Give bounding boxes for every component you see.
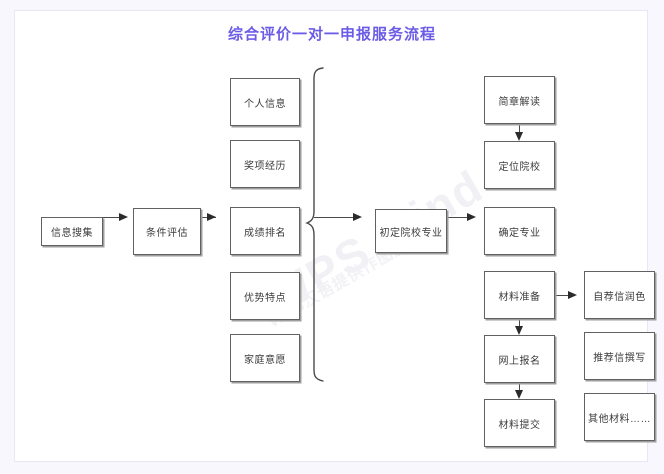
node-other-materials[interactable]: 其他材料…… bbox=[584, 393, 655, 441]
diagram-canvas: WPS Mind WPS汉语提供作图服务 综合评价一对一申报服务流程 信息搜集 … bbox=[14, 10, 655, 462]
edge-cailiao-to-wangshang bbox=[519, 319, 521, 329]
arrowhead-wangshang-to-tijiao bbox=[514, 390, 523, 399]
node-grade-ranking[interactable]: 成绩排名 bbox=[230, 207, 300, 255]
edge-xinxi-to-tiaojian bbox=[89, 217, 119, 218]
arrowhead-tiaojian-to-chengji bbox=[207, 212, 216, 221]
node-strengths[interactable]: 优势特点 bbox=[230, 272, 300, 320]
arrowhead-jianzhang-to-dingwei bbox=[514, 132, 523, 141]
edge-jianzhang-to-dingwei bbox=[519, 124, 521, 135]
arrowhead-brace-to-chuding bbox=[353, 212, 362, 221]
node-family-wishes[interactable]: 家庭意愿 bbox=[230, 334, 300, 382]
edge-wangshang-to-tijiao bbox=[519, 383, 521, 393]
node-confirm-major[interactable]: 确定专业 bbox=[484, 207, 555, 255]
arrowhead-cailiao-to-zijianxin bbox=[568, 290, 577, 299]
group-brace bbox=[305, 67, 324, 382]
node-online-registration[interactable]: 网上报名 bbox=[484, 335, 555, 383]
node-self-recommendation-polish[interactable]: 自荐信润色 bbox=[584, 271, 655, 319]
node-condition-assessment[interactable]: 条件评估 bbox=[133, 208, 201, 255]
node-information-collection[interactable]: 信息搜集 bbox=[41, 217, 103, 246]
arrowhead-xinxi-to-tiaojian bbox=[119, 212, 128, 221]
node-preliminary-school-major[interactable]: 初定院校专业 bbox=[375, 209, 447, 253]
edge-tiaojian-to-chengji bbox=[187, 217, 216, 218]
arrowhead-cailiao-to-wangshang bbox=[514, 326, 523, 335]
edge-cailiao-to-zijianxin bbox=[555, 295, 575, 296]
arrowhead-chuding-to-queding bbox=[467, 212, 476, 221]
page-title: 综合评价一对一申报服务流程 bbox=[227, 26, 436, 43]
edge-chuding-to-queding bbox=[433, 217, 470, 218]
node-material-preparation[interactable]: 材料准备 bbox=[484, 271, 555, 319]
edge-brace-to-chuding bbox=[314, 217, 356, 218]
node-material-submission[interactable]: 材料提交 bbox=[484, 399, 555, 447]
node-brochure-interpretation[interactable]: 简章解读 bbox=[484, 76, 555, 124]
node-locate-school[interactable]: 定位院校 bbox=[484, 141, 555, 189]
node-recommendation-letter[interactable]: 推荐信撰写 bbox=[584, 332, 655, 380]
node-personal-info[interactable]: 个人信息 bbox=[230, 78, 300, 126]
node-awards-experience[interactable]: 奖项经历 bbox=[230, 140, 300, 188]
